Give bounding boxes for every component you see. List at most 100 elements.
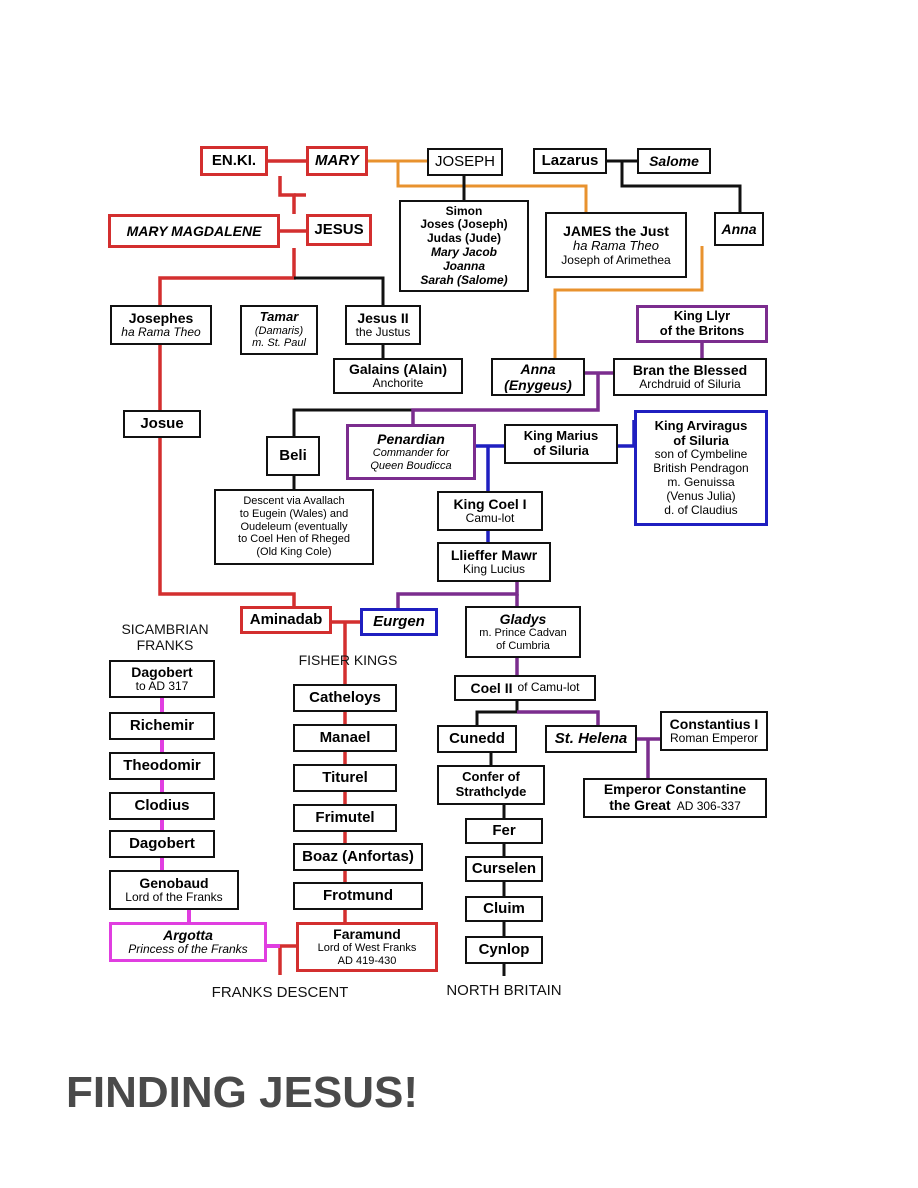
person-text: Bran the Blessed xyxy=(632,362,748,379)
person-text: King Llyr xyxy=(673,308,731,324)
red-lineage-line xyxy=(278,176,296,214)
person-text: Salome xyxy=(649,152,699,169)
person-text: JAMES the Just xyxy=(563,222,669,239)
person-text: Emperor Constantine xyxy=(603,780,747,797)
person-text: King Lucius xyxy=(462,562,526,577)
person-text: of Cumbria xyxy=(496,640,550,653)
person-text: Roman Emperor xyxy=(669,731,759,746)
person-box-galains: Galains (Alain)Anchorite xyxy=(333,358,463,394)
person-text: Archdruid of Siluria xyxy=(639,377,741,392)
person-text: Anna xyxy=(721,220,757,237)
blue-lineage-line xyxy=(618,420,636,448)
section-label-franks-descent: FRANKS DESCENT xyxy=(200,984,360,1001)
person-text: Cynlop xyxy=(478,941,530,959)
person-text: King Coel I xyxy=(453,496,527,513)
person-text: Theodomir xyxy=(123,757,201,775)
person-text: of the Britons xyxy=(659,323,745,338)
red-lineage-line xyxy=(158,248,296,305)
section-label-north-britain: NORTH BRITAIN xyxy=(436,982,572,999)
person-text: of Camu-lot xyxy=(517,680,580,695)
person-box-richemir: Richemir xyxy=(109,712,215,740)
person-box-boaz: Boaz (Anfortas) xyxy=(293,843,423,871)
person-box-curselen: Curselen xyxy=(465,856,543,882)
person-box-anna1: Anna xyxy=(714,212,764,246)
person-text: Descent via Avallach xyxy=(243,495,345,508)
person-text: Llieffer Mawr xyxy=(450,547,538,564)
person-text: Genobaud xyxy=(139,875,209,892)
person-text: Frotmund xyxy=(323,887,393,905)
person-text: Aminadab xyxy=(249,611,323,629)
person-text: Anchorite xyxy=(372,376,424,391)
section-label-text: FISHER KINGS xyxy=(298,652,398,668)
person-text: Manael xyxy=(319,729,371,747)
person-text: Beli xyxy=(279,447,307,465)
section-label-text: NORTH BRITAIN xyxy=(446,982,562,999)
person-text: Lord of West Franks xyxy=(317,942,417,955)
person-text: AD 419-430 xyxy=(337,955,397,968)
person-box-cynlop: Cynlop xyxy=(465,936,543,964)
person-text: EN.KI. xyxy=(211,152,257,170)
person-text: (Enygeus) xyxy=(504,377,572,393)
person-text: Frimutel xyxy=(315,809,375,827)
person-box-salome: Salome xyxy=(637,148,711,174)
person-text: Lord of the Franks xyxy=(125,890,223,905)
person-text: to Eugein (Wales) and xyxy=(239,508,349,521)
purple-lineage-line xyxy=(411,373,600,424)
person-text: MARY MAGDALENE xyxy=(126,222,262,239)
person-text: Boaz (Anfortas) xyxy=(302,848,414,866)
person-text: Cluim xyxy=(483,900,525,918)
page-title: FINDING JESUS! xyxy=(66,1068,419,1117)
person-text: Simon xyxy=(445,203,483,218)
person-text: Dagobert xyxy=(131,664,193,681)
person-text: son of Cymbeline xyxy=(654,447,748,462)
person-text: m. Genuissa xyxy=(667,475,735,490)
person-box-aminadab: Aminadab xyxy=(240,606,332,634)
person-text: Faramund xyxy=(333,926,401,943)
black-lineage-line xyxy=(294,276,385,305)
orange-lineage-line xyxy=(396,161,588,212)
person-text: d. of Claudius xyxy=(664,502,738,517)
person-text: Princess of the Franks xyxy=(128,942,248,957)
person-box-manael: Manael xyxy=(293,724,397,752)
person-text: Joanna xyxy=(442,258,485,273)
person-text: Queen Boudicca xyxy=(370,460,452,473)
red-lineage-line xyxy=(158,438,296,606)
person-text: Tamar xyxy=(259,308,299,324)
person-box-cluim: Cluim xyxy=(465,896,543,922)
person-text: Argotta xyxy=(163,927,213,944)
person-box-josue: Josue xyxy=(123,410,201,438)
person-text: ha Rama Theo xyxy=(121,325,201,340)
person-box-fer: Fer xyxy=(465,818,543,844)
person-text: (Venus Julia) xyxy=(666,488,736,503)
person-box-enki: EN.KI. xyxy=(200,146,268,176)
person-text: Fer xyxy=(492,822,516,840)
person-text: Sarah (Salome) xyxy=(420,272,508,287)
person-text: Gladys xyxy=(499,611,547,628)
person-text: of Siluria xyxy=(533,443,589,458)
purple-lineage-line xyxy=(517,710,600,725)
person-text: Confer of xyxy=(462,769,520,785)
person-box-mary-magdalene: MARY MAGDALENE xyxy=(108,214,280,248)
person-text: Catheloys xyxy=(309,689,381,707)
section-label-text: FRANKS xyxy=(136,637,194,653)
person-text: Galains (Alain) xyxy=(348,361,448,378)
person-text: (Damaris) xyxy=(254,324,304,337)
person-text: King Marius xyxy=(523,428,599,444)
person-text: Jesus II xyxy=(357,310,409,327)
person-box-mary: MARY xyxy=(306,146,368,176)
